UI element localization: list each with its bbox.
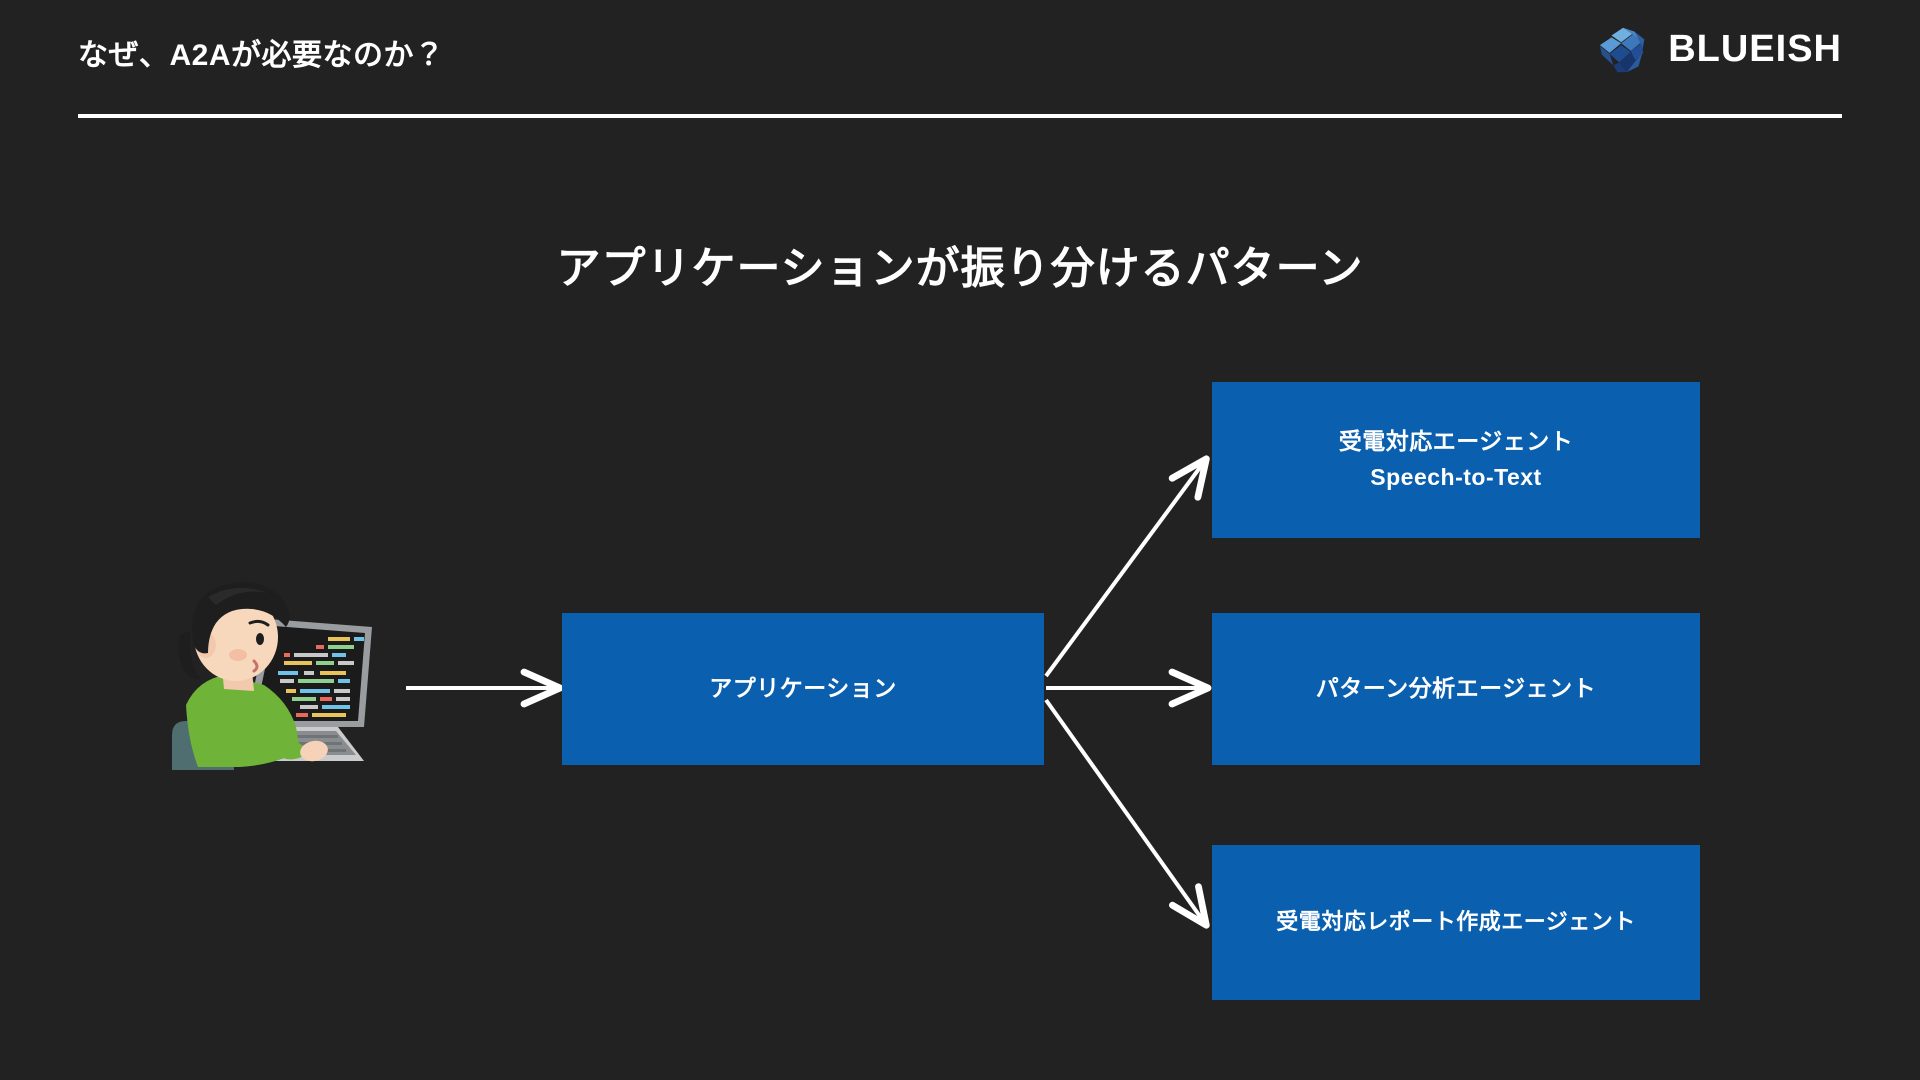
node-report-creation-agent[interactable]: 受電対応レポート作成エージェント	[1212, 845, 1700, 1000]
node-speech-to-text-agent-label: 受電対応エージェント Speech-to-Text	[1339, 424, 1574, 495]
content-title: アプリケーションが振り分けるパターン	[556, 244, 1364, 293]
blueish-gem-icon	[1596, 22, 1654, 76]
node-pattern-analysis-agent-label: パターン分析エージェント	[1315, 675, 1597, 702]
node-application[interactable]: アプリケーション	[562, 613, 1044, 765]
person-at-laptop-illustration	[168, 575, 420, 770]
hub-to-target-1-arrow	[1044, 455, 1210, 678]
node-pattern-analysis-agent[interactable]: パターン分析エージェント	[1212, 613, 1700, 765]
brand-name: BLUEISH	[1668, 28, 1842, 70]
node-line-2: Speech-to-Text	[1370, 464, 1542, 490]
page-title: なぜ、A2Aが必要なのか？	[78, 39, 445, 72]
header-divider	[78, 114, 1842, 118]
hub-to-target-3-arrow	[1044, 698, 1210, 929]
node-report-creation-agent-label: 受電対応レポート作成エージェント	[1276, 909, 1636, 935]
node-application-label: アプリケーション	[709, 675, 897, 702]
node-line-1: 受電対応エージェント	[1338, 428, 1574, 455]
node-speech-to-text-agent[interactable]: 受電対応エージェント Speech-to-Text	[1212, 382, 1700, 538]
brand-logo-group: BLUEISH	[1596, 22, 1842, 76]
